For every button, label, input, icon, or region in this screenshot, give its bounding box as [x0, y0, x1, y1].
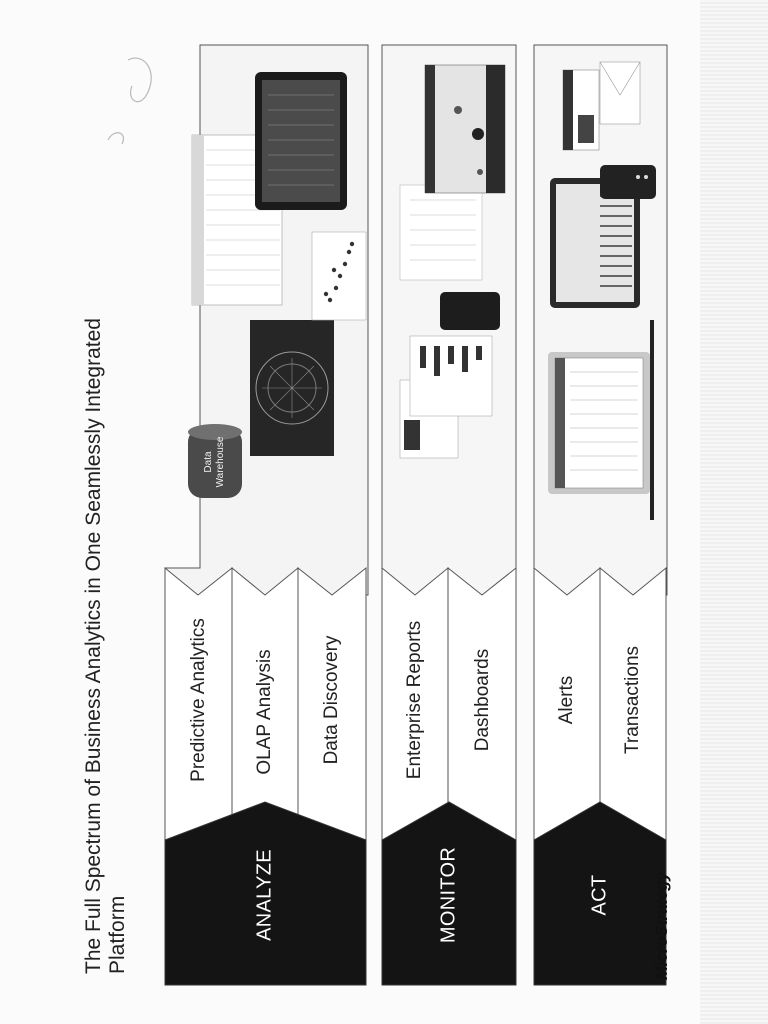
network-graph-visualization	[250, 320, 334, 456]
pen-scribble	[107, 57, 152, 145]
transactions-cell	[599, 566, 667, 841]
data-warehouse-label: Data Warehouse	[203, 437, 227, 488]
phone-app	[440, 292, 500, 330]
dashboards-cell	[447, 566, 517, 841]
item-olap-analysis: OLAP Analysis	[254, 649, 275, 775]
scatter-plot	[311, 231, 367, 321]
item-alerts: Alerts	[556, 675, 577, 725]
data-warehouse-cylinder	[188, 424, 242, 498]
tablet-keypad-form	[550, 178, 640, 308]
stage-label-analyze: ANALYZE	[253, 849, 276, 941]
item-transactions: Transactions	[622, 645, 643, 755]
scan-edge	[700, 0, 768, 1024]
data-warehouse-label-line-1: Data	[203, 451, 214, 473]
dark-tablet-dashboard	[255, 72, 347, 210]
analyze-stage-arrow	[164, 801, 367, 986]
band-analyze	[164, 44, 369, 986]
stage-label-act: ACT	[588, 874, 611, 916]
bar-chart-report	[409, 335, 493, 417]
band-act	[533, 44, 668, 986]
slide-title-line-2: Platform	[106, 895, 129, 974]
act-stage-arrow	[533, 801, 667, 986]
laptop-transaction-form	[548, 320, 654, 520]
item-predictive-analytics: Predictive Analytics	[188, 618, 209, 782]
item-dashboards: Dashboards	[472, 648, 493, 752]
stage-label-monitor: MONITOR	[437, 846, 460, 944]
item-enterprise-reports: Enterprise Reports	[404, 620, 425, 780]
map-dashboard	[424, 64, 506, 194]
data-discovery-cell	[297, 566, 367, 841]
mobile-alert	[600, 165, 656, 199]
slide-title-line-1: The Full Spectrum of Business Analytics …	[82, 318, 105, 974]
monitor-stage-arrow	[381, 801, 517, 986]
item-data-discovery: Data Discovery	[321, 635, 342, 765]
email-alert	[562, 61, 641, 151]
act-panel	[533, 44, 668, 596]
data-warehouse-label-line-2: Warehouse	[215, 436, 226, 488]
microstrategy-logo: MicroStrategy	[652, 871, 671, 980]
band-monitor	[381, 44, 517, 986]
report-table	[399, 184, 483, 281]
